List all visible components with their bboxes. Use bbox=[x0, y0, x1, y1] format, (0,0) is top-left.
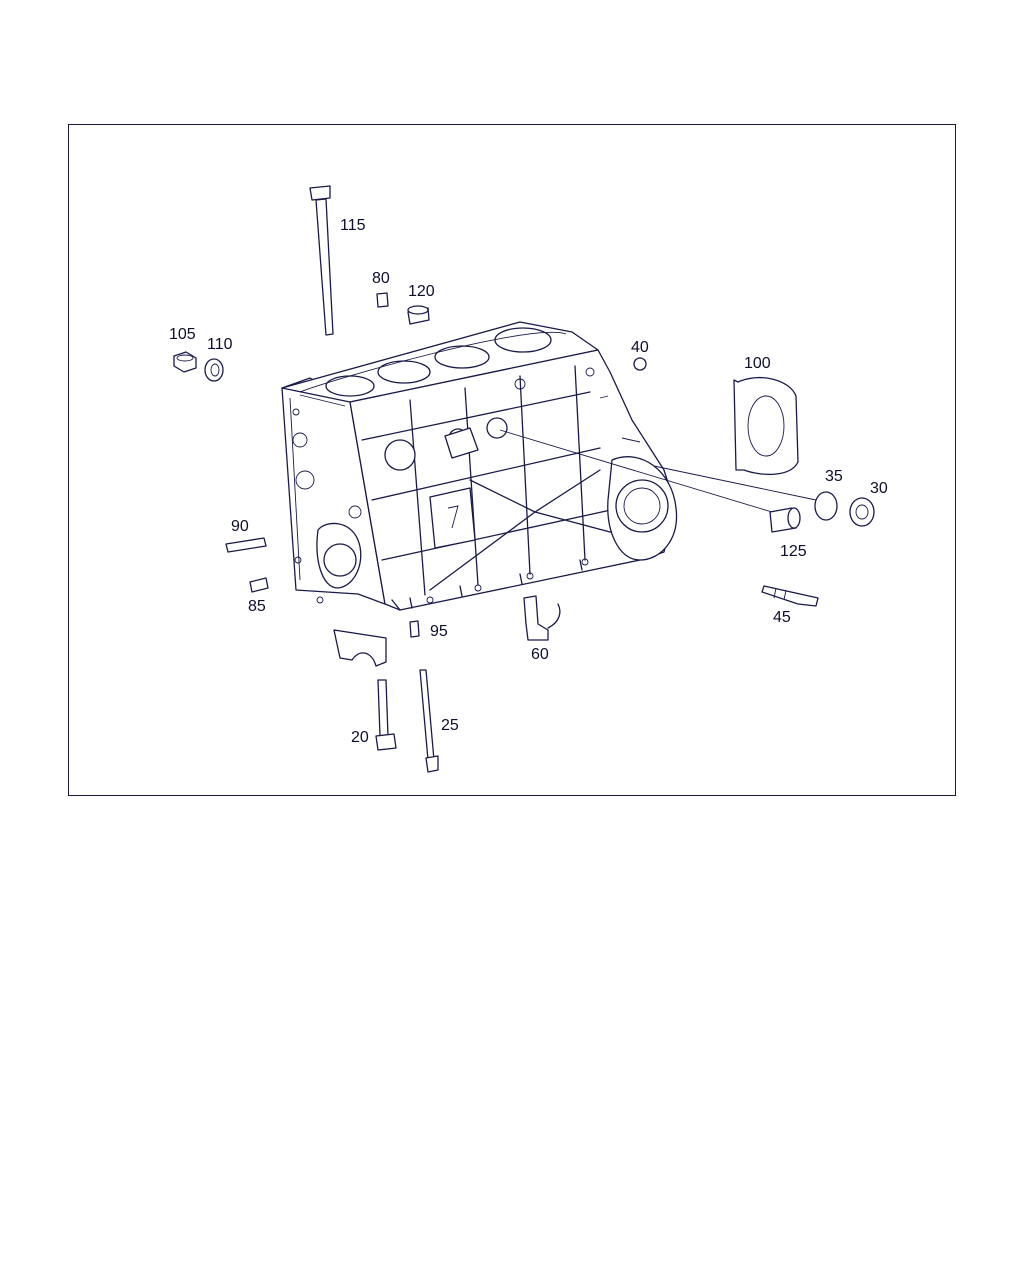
part-125-bushing bbox=[769, 507, 801, 533]
callout-100: 100 bbox=[744, 355, 771, 372]
part-30-seal bbox=[849, 497, 875, 527]
callout-120: 120 bbox=[408, 283, 435, 300]
callout-125: 125 bbox=[780, 543, 807, 560]
callout-35: 35 bbox=[825, 468, 843, 485]
callout-40: 40 bbox=[631, 339, 649, 356]
part-105-screw-plug bbox=[173, 351, 197, 373]
part-90-pin bbox=[225, 537, 267, 553]
part-80-dowel bbox=[376, 292, 389, 308]
callout-80: 80 bbox=[372, 270, 390, 287]
diagram-frame bbox=[68, 124, 956, 796]
callout-45: 45 bbox=[773, 609, 791, 626]
callout-20: 20 bbox=[351, 729, 369, 746]
part-85-dowel bbox=[249, 577, 269, 593]
part-20-bolt bbox=[375, 679, 397, 751]
part-45-sensor bbox=[761, 585, 819, 607]
callout-60: 60 bbox=[531, 646, 549, 663]
callout-105: 105 bbox=[169, 326, 196, 343]
callout-30: 30 bbox=[870, 480, 888, 497]
part-95-dowel bbox=[409, 620, 420, 638]
callout-110: 110 bbox=[207, 336, 233, 353]
part-25-stud bbox=[419, 669, 439, 773]
main-bearing-cap bbox=[333, 629, 387, 667]
part-40-ring bbox=[633, 357, 647, 371]
part-115-bolt bbox=[309, 185, 334, 336]
part-100-rear-cover bbox=[733, 376, 799, 476]
part-120-plug bbox=[407, 305, 430, 325]
leader-line-35 bbox=[653, 465, 817, 501]
part-60-sensor bbox=[523, 595, 561, 641]
cylinder-block bbox=[281, 321, 678, 611]
callout-95: 95 bbox=[430, 623, 448, 640]
callout-90: 90 bbox=[231, 518, 249, 535]
leader-line-125 bbox=[499, 429, 773, 513]
part-110-seal-ring bbox=[204, 358, 224, 382]
callout-85: 85 bbox=[248, 598, 266, 615]
part-35-o-ring bbox=[814, 491, 838, 521]
callout-115: 115 bbox=[340, 217, 366, 234]
callout-25: 25 bbox=[441, 717, 459, 734]
